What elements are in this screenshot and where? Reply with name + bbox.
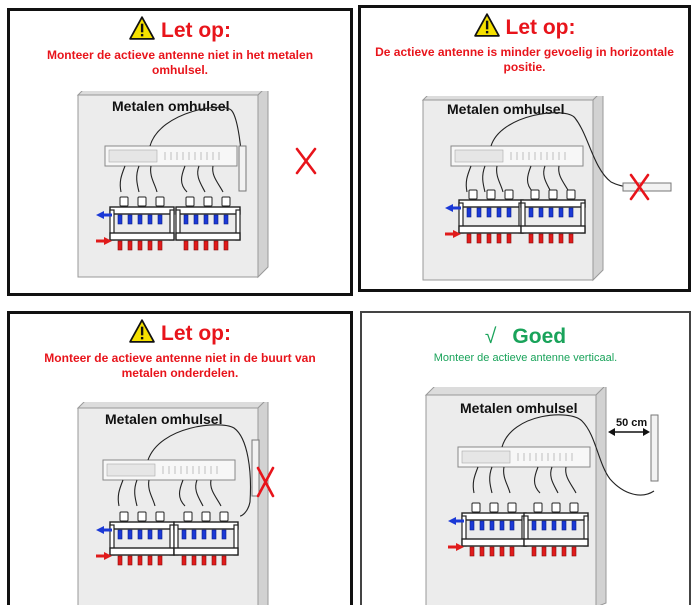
check-mark-icon: √ bbox=[484, 325, 497, 348]
cross-icon bbox=[629, 173, 650, 201]
enclosure-label: Metalen omhulsel bbox=[447, 101, 564, 117]
panel-header: Let op: Monteer de actieve antenne niet … bbox=[10, 319, 350, 381]
good-message: Monteer de actieve antenne verticaal. bbox=[433, 352, 618, 364]
diagram-enclosure: Metalen omhulsel 50 cm bbox=[424, 387, 659, 605]
active-antenna bbox=[650, 414, 659, 482]
panel-antenna-vertical-good: √ Goed Monteer de actieve antenne vertica… bbox=[360, 311, 691, 605]
warning-title: Let op: bbox=[361, 13, 688, 40]
distance-label: 50 cm bbox=[616, 417, 647, 429]
warning-triangle-icon bbox=[129, 319, 155, 343]
metal-enclosure bbox=[424, 387, 607, 605]
warning-message: Monteer de actieve antenne niet in de bu… bbox=[44, 351, 316, 380]
panel-antenna-near-metal: Let op: Monteer de actieve antenne niet … bbox=[7, 311, 353, 605]
warning-triangle-icon bbox=[474, 13, 500, 37]
panel-antenna-horizontal: Let op: De actieve antenne is minder gev… bbox=[358, 5, 691, 292]
panel-header: √ Goed Monteer de actieve antenne vertica… bbox=[362, 325, 689, 366]
enclosure-label: Metalen omhulsel bbox=[105, 411, 222, 427]
enclosure-label: Metalen omhulsel bbox=[460, 400, 577, 416]
good-title: √ Goed bbox=[362, 325, 689, 349]
active-antenna bbox=[238, 145, 247, 192]
distance-indicator: 50 cm bbox=[608, 417, 650, 436]
enclosure-label: Metalen omhulsel bbox=[112, 98, 229, 114]
title-text: Let op: bbox=[505, 16, 576, 39]
panel-antenna-inside-enclosure: Let op: Monteer de actieve antenne niet … bbox=[7, 8, 353, 296]
warning-message: De actieve antenne is minder gevoelig in… bbox=[375, 45, 674, 74]
antenna-cable bbox=[501, 414, 655, 496]
warning-title: Let op: bbox=[10, 319, 350, 346]
antenna-cable bbox=[147, 424, 251, 517]
metal-enclosure bbox=[76, 91, 269, 279]
diagram-enclosure: Metalen omhulsel bbox=[421, 96, 672, 282]
title-text: Let op: bbox=[161, 19, 231, 42]
warning-title: Let op: bbox=[10, 16, 350, 43]
cross-icon bbox=[295, 147, 317, 175]
title-text: Let op: bbox=[161, 322, 231, 345]
title-text: Goed bbox=[512, 325, 567, 348]
active-antenna bbox=[622, 182, 672, 192]
metal-enclosure bbox=[76, 402, 269, 605]
panel-header: Let op: Monteer de actieve antenne niet … bbox=[10, 16, 350, 78]
diagram-enclosure: Metalen omhulsel bbox=[76, 402, 275, 605]
cross-icon bbox=[256, 466, 275, 498]
metal-enclosure bbox=[421, 96, 604, 282]
warning-triangle-icon bbox=[129, 16, 155, 40]
diagram-enclosure: Metalen omhulsel bbox=[76, 91, 317, 279]
warning-message: Monteer de actieve antenne niet in het m… bbox=[46, 48, 314, 77]
panel-header: Let op: De actieve antenne is minder gev… bbox=[361, 13, 688, 75]
